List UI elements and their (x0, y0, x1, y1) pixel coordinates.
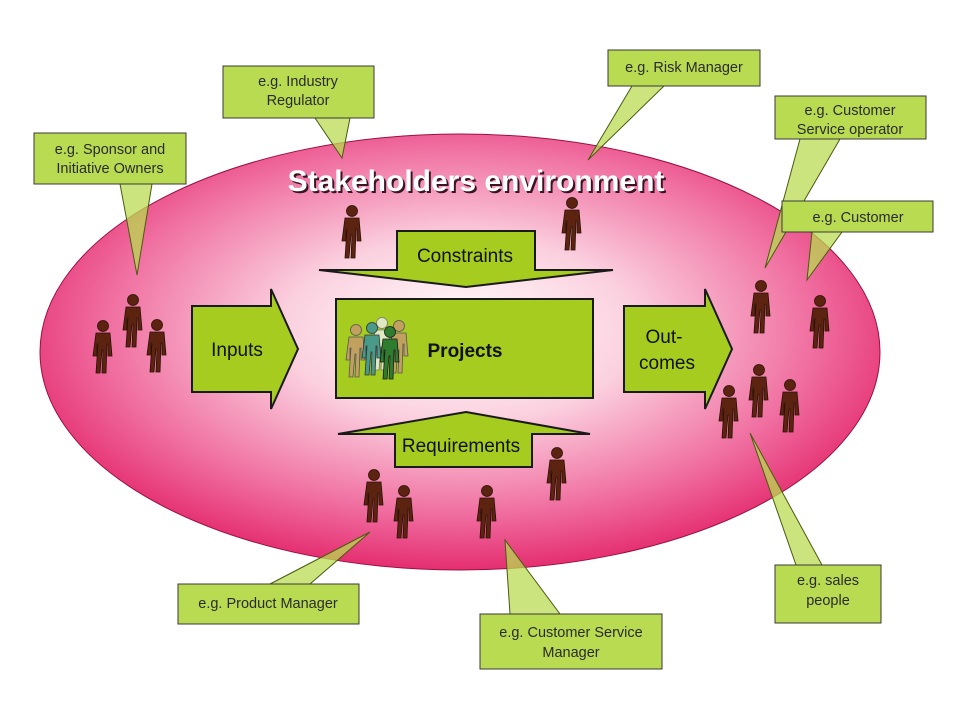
sales-people-callout-line-1: e.g. sales (797, 573, 859, 589)
outcomes-label-line-2: comes (639, 353, 695, 374)
product-manager-callout (177, 583, 360, 625)
projects-box: Projects (335, 298, 594, 399)
customer-service-operator-callout (774, 95, 927, 140)
projects-label: Projects (428, 341, 503, 362)
risk-manager-callout (607, 49, 761, 87)
customer-service-operator-callout-line-2: Service operator (797, 122, 904, 138)
project-team-icon (345, 317, 409, 380)
inputs-arrow: Inputs (191, 288, 300, 410)
outcomes-arrow: Out- comes (623, 288, 734, 410)
requirements-arrow: Requirements (337, 410, 591, 468)
outcomes-label-line-1: Out- (646, 327, 683, 348)
customer-callout (781, 200, 934, 233)
regulator-callout-line-1: e.g. Industry (258, 74, 339, 90)
sales-people-callout-line-2: people (806, 593, 850, 609)
requirements-label: Requirements (402, 436, 520, 457)
sponsor-callout-line-1: e.g. Sponsor and (55, 142, 165, 158)
customer-service-manager-callout-line-2: Manager (542, 645, 599, 661)
customer-callout-line-1: e.g. Customer (812, 210, 903, 226)
customer-service-manager-callout (479, 613, 663, 670)
sponsor-callout (33, 132, 187, 185)
constraints-arrow: Constraints (318, 230, 614, 289)
risk-manager-callout-line-1: e.g. Risk Manager (625, 60, 743, 76)
sales-people-callout (774, 564, 882, 624)
regulator-callout-line-2: Regulator (267, 93, 330, 109)
risk-manager-pointer (587, 85, 666, 161)
sponsor-callout-line-2: Initiative Owners (56, 161, 163, 177)
product-manager-callout-line-1: e.g. Product Manager (198, 596, 338, 612)
customer-service-operator-callout-line-1: e.g. Customer (804, 103, 895, 119)
inputs-label: Inputs (211, 340, 263, 361)
diagram-title: Stakeholders environment (288, 165, 665, 198)
constraints-label: Constraints (417, 246, 513, 267)
title-shadow: Stakeholders environment (290, 167, 667, 200)
customer-service-manager-callout-line-1: e.g. Customer Service (499, 625, 642, 641)
regulator-callout (222, 65, 375, 119)
